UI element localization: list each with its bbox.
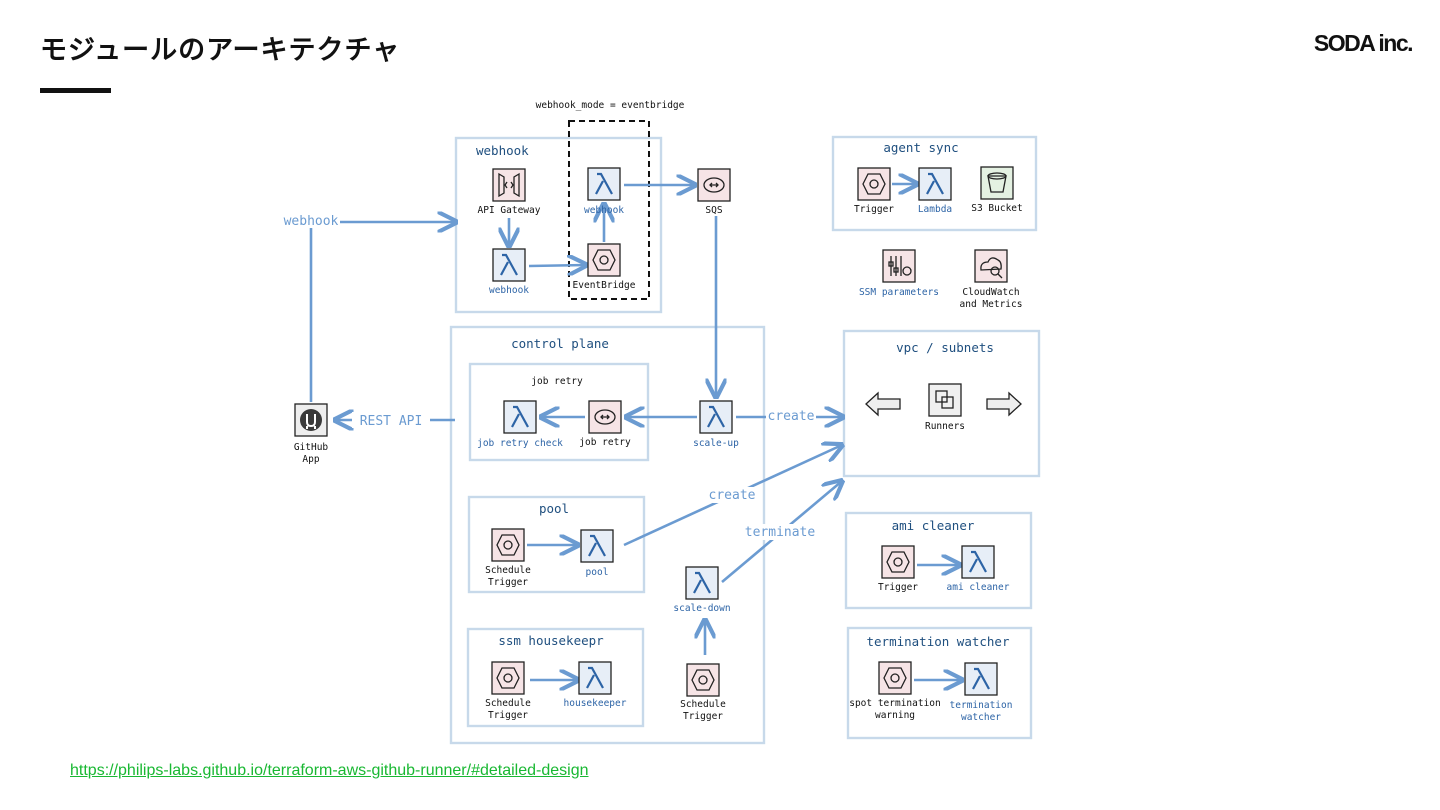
scale-up-label: scale-up: [693, 438, 739, 449]
sync-trigger-label: Trigger: [854, 204, 894, 215]
termination-watcher-icon: [963, 661, 999, 697]
eventbridge-label: EventBridge: [573, 280, 636, 291]
github-app-label-line1: GitHub: [294, 442, 329, 453]
sd-trigger-icon: [686, 663, 720, 697]
job-retry-check-icon: [502, 399, 538, 435]
spot-warning-label-line1: spot termination: [849, 698, 941, 709]
left-arrow-icon: [865, 391, 901, 417]
spot-warning-label-line2: warning: [875, 710, 915, 721]
scale-down-label: scale-down: [673, 603, 730, 614]
ami-cleaner-group-box: [844, 511, 1033, 610]
edge-label-create-2-text: create: [709, 488, 756, 503]
termination-watcher-label-line2: watcher: [961, 712, 1001, 723]
control-plane-group-label: control plane: [511, 336, 609, 351]
pool-trigger-label-line1: Schedule: [485, 565, 531, 576]
pool-lambda-label: pool: [586, 567, 609, 578]
cloudwatch-label-line1: CloudWatch: [962, 287, 1019, 298]
webhook-group-label: webhook: [476, 143, 529, 158]
s3-bucket-icon: [980, 166, 1014, 200]
brand-logo: SODA inc.: [1313, 30, 1414, 56]
sd-trigger-label-line2: Trigger: [683, 711, 723, 722]
ssm-parameters-label: SSM parameters: [859, 287, 939, 298]
edge-label-create-1-text: create: [768, 409, 815, 424]
hk-trigger-label-line1: Schedule: [485, 698, 531, 709]
job-retry-group-label: job retry: [531, 376, 583, 387]
cloudwatch-icon: [974, 249, 1008, 283]
job-retry-check-label: job retry check: [477, 438, 563, 449]
agent-sync-group-label: agent sync: [883, 140, 958, 155]
job-retry-queue-icon: [588, 400, 622, 434]
sync-lambda-icon: [917, 166, 953, 202]
ami-cleaner-icon: [960, 544, 996, 580]
hk-trigger-label-line2: Trigger: [488, 710, 528, 721]
edge-label-create-1: create: [766, 408, 816, 424]
edge-label-rest-api: REST API: [352, 412, 430, 429]
ssm-housekeepr-group-box: [466, 627, 645, 728]
api-gateway-icon: [492, 168, 526, 202]
s3-bucket-label: S3 Bucket: [971, 203, 1022, 214]
api-gateway-label: API Gateway: [478, 205, 541, 216]
termination-watcher-group-label: termination watcher: [867, 634, 1010, 649]
edge-label-webhook-text: webhook: [284, 214, 339, 229]
sqs-icon: [697, 168, 731, 202]
vpc-group-box: [842, 329, 1041, 478]
housekeeper-label: housekeeper: [564, 698, 627, 709]
ami-cleaner-label: ami cleaner: [947, 582, 1010, 593]
pool-group-box: [467, 495, 646, 594]
github-app-label-line2: App: [302, 454, 319, 465]
termination-watcher-group-box: [846, 626, 1033, 740]
sqs-label: SQS: [705, 205, 722, 216]
edge-label-webhook: webhook: [282, 212, 340, 229]
ami-cleaner-group-label: ami cleaner: [892, 518, 975, 533]
sync-trigger-icon: [857, 167, 891, 201]
webhook-lambda-top-label: webhook: [584, 205, 624, 216]
job-retry-label: job retry: [579, 437, 631, 448]
scale-up-icon: [698, 399, 734, 435]
pool-trigger-icon: [491, 528, 525, 562]
eventbridge-icon: [587, 243, 621, 277]
housekeeper-icon: [577, 660, 613, 696]
webhook-lambda-label: webhook: [489, 285, 529, 296]
pool-group-label: pool: [539, 501, 569, 516]
right-arrow-icon: [986, 391, 1022, 417]
source-link[interactable]: https://philips-labs.github.io/terraform…: [70, 762, 589, 779]
diagram-arrows: [309, 184, 962, 680]
cloudwatch-label-line2: and Metrics: [960, 299, 1023, 310]
sd-trigger-label-line1: Schedule: [680, 699, 726, 710]
edge-label-rest-api-text: REST API: [360, 414, 423, 429]
ami-trigger-label: Trigger: [878, 582, 918, 593]
webhook-mode-note: webhook_mode = eventbridge: [536, 100, 685, 111]
github-app-icon: [294, 403, 328, 437]
agent-sync-group-box: [831, 135, 1038, 232]
pool-trigger-label-line2: Trigger: [488, 577, 528, 588]
eventbridge-mode-box: [568, 120, 650, 300]
arrow-lambda-to-eventbridge: [528, 265, 586, 266]
page-title: モジュールのアーキテクチャ: [40, 35, 401, 66]
sync-lambda-label: Lambda: [918, 204, 952, 215]
edge-label-terminate: terminate: [744, 524, 816, 540]
ami-trigger-icon: [881, 545, 915, 579]
spot-warning-icon: [878, 661, 912, 695]
ssm-parameters-icon: [882, 249, 916, 283]
webhook-lambda-icon: [491, 247, 527, 283]
termination-watcher-label-line1: termination: [950, 700, 1013, 711]
job-retry-group-box: [468, 362, 650, 462]
scale-down-icon: [684, 565, 720, 601]
edge-label-create-2: create: [707, 487, 757, 503]
runners-icon: [928, 383, 962, 417]
title-underline: [40, 88, 111, 93]
edge-label-terminate-text: terminate: [745, 525, 816, 540]
ssm-housekeepr-group-label: ssm housekeepr: [498, 633, 604, 648]
webhook-lambda-top-icon: [586, 166, 622, 202]
runners-label: Runners: [925, 421, 965, 432]
vpc-group-label: vpc / subnets: [896, 340, 994, 355]
pool-lambda-icon: [579, 528, 615, 564]
hk-trigger-icon: [491, 661, 525, 695]
